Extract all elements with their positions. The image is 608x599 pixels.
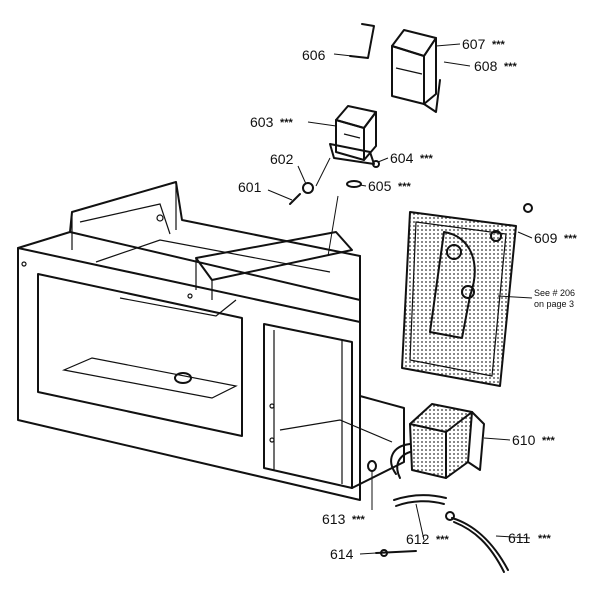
part-607-air-guide: [391, 29, 441, 113]
part-603-magnetron: [329, 105, 377, 165]
part-610-fan-motor: [390, 403, 485, 479]
label-602-num: 602: [270, 151, 294, 167]
note-line2: on page 3: [534, 299, 574, 309]
leader-lines: [267, 43, 533, 555]
part-606-bracket: [349, 23, 375, 59]
label-607-num: 607: [462, 36, 486, 52]
wires-and-sensors: [367, 460, 509, 573]
small-fasteners: [289, 160, 380, 205]
label-609-num: 609: [534, 230, 558, 246]
label-610-num: 610: [512, 432, 536, 448]
label-614-num: 614: [330, 546, 354, 562]
label-611-stars: ***: [538, 533, 552, 545]
callout-labels: 606 607 *** 608 *** 603 *** 602 604 *** …: [238, 36, 578, 562]
label-606-num: 606: [302, 47, 326, 63]
label-609-stars: ***: [564, 233, 578, 245]
label-608-stars: ***: [504, 61, 518, 73]
label-603-stars: ***: [280, 117, 294, 129]
label-612-stars: ***: [436, 534, 450, 546]
part-609-side-panel: [401, 203, 533, 387]
label-604-stars: ***: [420, 153, 434, 165]
label-605-stars: ***: [398, 181, 412, 193]
label-607-stars: ***: [492, 39, 506, 51]
label-604-num: 604: [390, 150, 414, 166]
label-610-stars: ***: [542, 435, 556, 447]
label-611-num: 611: [508, 530, 531, 546]
microwave-chassis: [17, 181, 405, 501]
label-605-num: 605: [368, 178, 392, 194]
label-601-num: 601: [238, 179, 262, 195]
label-608-num: 608: [474, 58, 498, 74]
label-613-stars: ***: [352, 514, 366, 526]
note-line1: See # 206: [534, 288, 575, 298]
label-613-num: 613: [322, 511, 346, 527]
label-612-num: 612: [406, 531, 430, 547]
label-603-num: 603: [250, 114, 274, 130]
